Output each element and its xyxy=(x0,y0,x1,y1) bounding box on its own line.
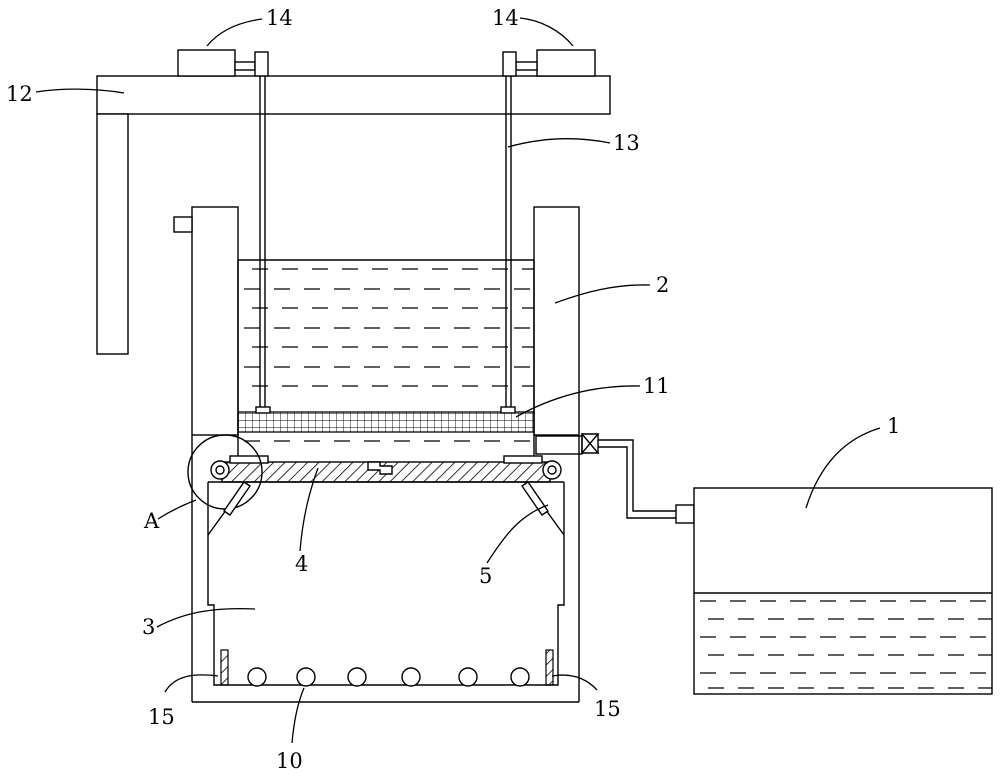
filter-screen xyxy=(237,406,535,433)
top-frame xyxy=(96,75,611,355)
label-10: 10 xyxy=(276,749,303,773)
motor-left xyxy=(177,49,269,77)
label-15-right: 15 xyxy=(594,697,621,721)
leader-lines xyxy=(35,17,881,744)
label-15-left: 15 xyxy=(148,705,175,729)
label-4: 4 xyxy=(295,552,308,576)
label-2: 2 xyxy=(656,273,669,297)
motor-right xyxy=(502,49,596,77)
label-12: 12 xyxy=(6,82,33,106)
support-legs xyxy=(207,481,565,536)
lifting-rods xyxy=(259,76,512,408)
liquid-upper xyxy=(244,268,534,442)
label-14-right: 14 xyxy=(492,6,519,30)
labels: 12 14 14 13 2 11 1 A 4 5 3 15 15 10 xyxy=(6,6,900,773)
label-A: A xyxy=(143,509,160,533)
label-3: 3 xyxy=(142,615,155,639)
label-13: 13 xyxy=(613,131,640,155)
label-11: 11 xyxy=(643,374,670,398)
pipe-and-valve xyxy=(535,433,695,524)
label-5: 5 xyxy=(479,564,492,588)
bottom-rollers xyxy=(247,667,530,687)
upper-tank xyxy=(173,206,580,460)
label-1: 1 xyxy=(887,414,900,438)
end-stops xyxy=(220,649,554,686)
label-14-left: 14 xyxy=(266,6,293,30)
storage-tank xyxy=(693,487,993,695)
support-plate xyxy=(210,455,562,483)
